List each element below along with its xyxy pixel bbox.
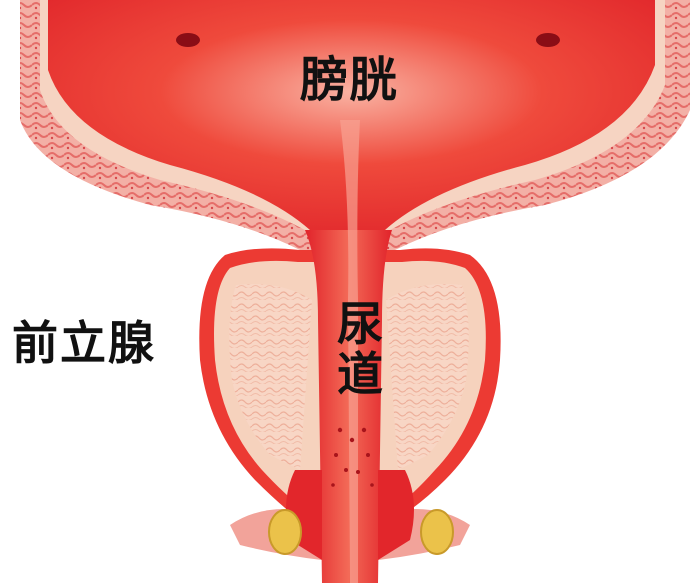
gland-left bbox=[269, 510, 301, 554]
label-bladder: 膀胱 bbox=[300, 56, 398, 104]
ureter-opening-right bbox=[536, 33, 560, 47]
gland-right bbox=[421, 510, 453, 554]
label-prostate: 前立腺 bbox=[12, 320, 156, 366]
label-urethra: 尿道 bbox=[334, 300, 386, 399]
ureter-opening-left bbox=[176, 33, 200, 47]
